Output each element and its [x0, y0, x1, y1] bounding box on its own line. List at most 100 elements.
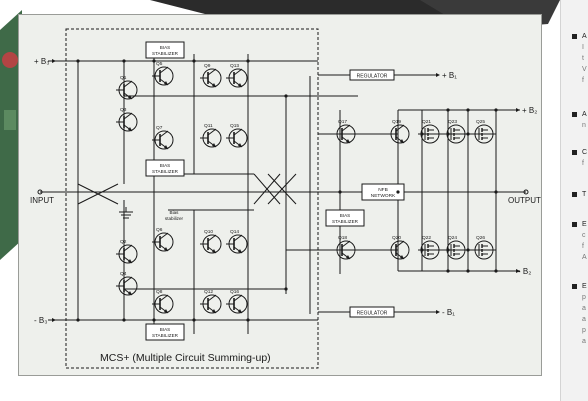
label-b2-pos: + B₂ — [522, 106, 537, 115]
regulator-bot — [349, 306, 395, 318]
ground-symbol — [119, 207, 133, 219]
sidebar-text-fragment: n — [582, 122, 586, 129]
label-q23: Q23 — [448, 119, 457, 125]
transistor-q5 — [151, 66, 174, 86]
label-b1-neg: - B₁ — [442, 308, 455, 317]
bias-stabilizer-top-left — [145, 41, 185, 59]
regulator-top-label: REGULATOR — [357, 74, 388, 80]
transistor-q8 — [151, 294, 174, 314]
rail-arrows — [37, 59, 529, 322]
label-q13: Q13 — [230, 63, 239, 69]
label-output: OUTPUT — [508, 196, 541, 205]
bias-mid-left-line1: BIAS — [160, 163, 170, 168]
transistor-group — [115, 66, 494, 314]
transistor-q4 — [115, 276, 138, 296]
transistor-q16 — [225, 294, 248, 314]
sidebar-text-fragment: A — [582, 254, 587, 261]
transistor-q6 — [151, 232, 174, 252]
bias-stabilizer-mid-left — [145, 159, 185, 177]
sidebar-text-fragment: C — [582, 149, 588, 156]
sidebar-text-fragment: p — [582, 294, 586, 301]
label-q17: Q17 — [338, 119, 347, 125]
bias-center-line2: stabilizer — [165, 216, 184, 221]
sidebar-text-fragment: c — [582, 232, 586, 239]
label-q5: Q5 — [156, 61, 163, 67]
transistor-q3 — [115, 112, 138, 132]
sidebar-bullet — [572, 112, 577, 117]
regulator-top — [349, 69, 395, 81]
label-q11: Q11 — [204, 123, 213, 129]
regulator-bot-label: REGULATOR — [357, 311, 388, 317]
transistor-q7 — [151, 130, 174, 150]
sidebar-text-fragment: f — [582, 243, 584, 250]
bias-stabilizer-bot-left — [145, 323, 185, 341]
transistor-q14 — [225, 234, 248, 254]
circuit-board-photo — [0, 10, 22, 260]
bias-top-left-line1: BIAS — [160, 45, 170, 50]
transistor-q12 — [199, 294, 222, 314]
label-input: INPUT — [30, 196, 54, 205]
transistor-q9 — [199, 68, 222, 88]
label-q24: Q24 — [448, 235, 457, 241]
sidebar-bullet — [572, 192, 577, 197]
right-sidebar — [560, 0, 588, 401]
sidebar-text-fragment: p — [582, 327, 586, 334]
nfb-network — [361, 183, 405, 201]
bias-top-left-line2: STABILIZER — [152, 51, 179, 56]
bias-center-line1: Bias — [170, 210, 180, 215]
label-b3-pos: + B₃ — [34, 57, 50, 66]
label-b1-pos: + B₁ — [442, 71, 457, 80]
sidebar-text-fragment: A — [582, 111, 587, 118]
transistor-q2 — [115, 244, 138, 264]
bias-bot-left-line2: STABILIZER — [152, 333, 179, 338]
mcs-boundary — [65, 28, 319, 369]
label-q9: Q9 — [204, 63, 211, 69]
label-q15: Q15 — [230, 123, 239, 129]
label-q3: Q3 — [120, 107, 127, 113]
mcs-caption: MCS+ (Multiple Circuit Summing-up) — [100, 352, 271, 364]
label-q12: Q12 — [204, 289, 213, 295]
bias-right-line2: STABILIZER — [332, 219, 359, 224]
label-q10: Q10 — [204, 229, 213, 235]
transistor-q13 — [225, 68, 248, 88]
sidebar-text-fragment: f — [582, 77, 584, 84]
transistor-q11 — [199, 128, 222, 148]
label-q1: Q1 — [120, 75, 127, 81]
label-q14: Q14 — [230, 229, 239, 235]
label-q18: Q18 — [338, 235, 347, 241]
sidebar-text-fragment: A — [582, 33, 587, 40]
transistor-q10 — [199, 234, 222, 254]
sidebar-text-fragment: f — [582, 160, 584, 167]
sidebar-text-fragment: V — [582, 66, 587, 73]
sidebar-text-fragment: a — [582, 316, 586, 323]
sidebar-text-fragment: a — [582, 305, 586, 312]
sidebar-text-fragment: I — [582, 44, 584, 51]
label-q2: Q2 — [120, 239, 127, 245]
label-q25: Q25 — [476, 119, 485, 125]
sidebar-bullet — [572, 284, 577, 289]
label-q21: Q21 — [422, 119, 431, 125]
sidebar-bullet — [572, 34, 577, 39]
sidebar-bullet — [572, 222, 577, 227]
schematic-panel — [18, 14, 542, 376]
label-q16: Q16 — [230, 289, 239, 295]
label-q7: Q7 — [156, 125, 163, 131]
junction-dots — [76, 59, 498, 322]
bias-mid-left-line2: STABILIZER — [152, 169, 179, 174]
sidebar-bullet — [572, 150, 577, 155]
bias-stabilizer-right — [325, 209, 365, 227]
label-q26: Q26 — [476, 235, 485, 241]
label-q20: Q20 — [392, 235, 401, 241]
label-b2-neg: - B₂ — [518, 267, 531, 276]
label-q22: Q22 — [422, 235, 431, 241]
bias-bot-left-line1: BIAS — [160, 327, 170, 332]
label-b3-neg: - B₃ — [34, 316, 47, 325]
sidebar-text-fragment: E — [582, 221, 587, 228]
sidebar-text-fragment: T — [582, 191, 587, 198]
nfb-line1: NFB — [378, 187, 388, 193]
label-q19: Q19 — [392, 119, 401, 125]
label-q4: Q4 — [120, 271, 127, 277]
transistor-q15 — [225, 128, 248, 148]
sidebar-text-fragment: t — [582, 55, 584, 62]
